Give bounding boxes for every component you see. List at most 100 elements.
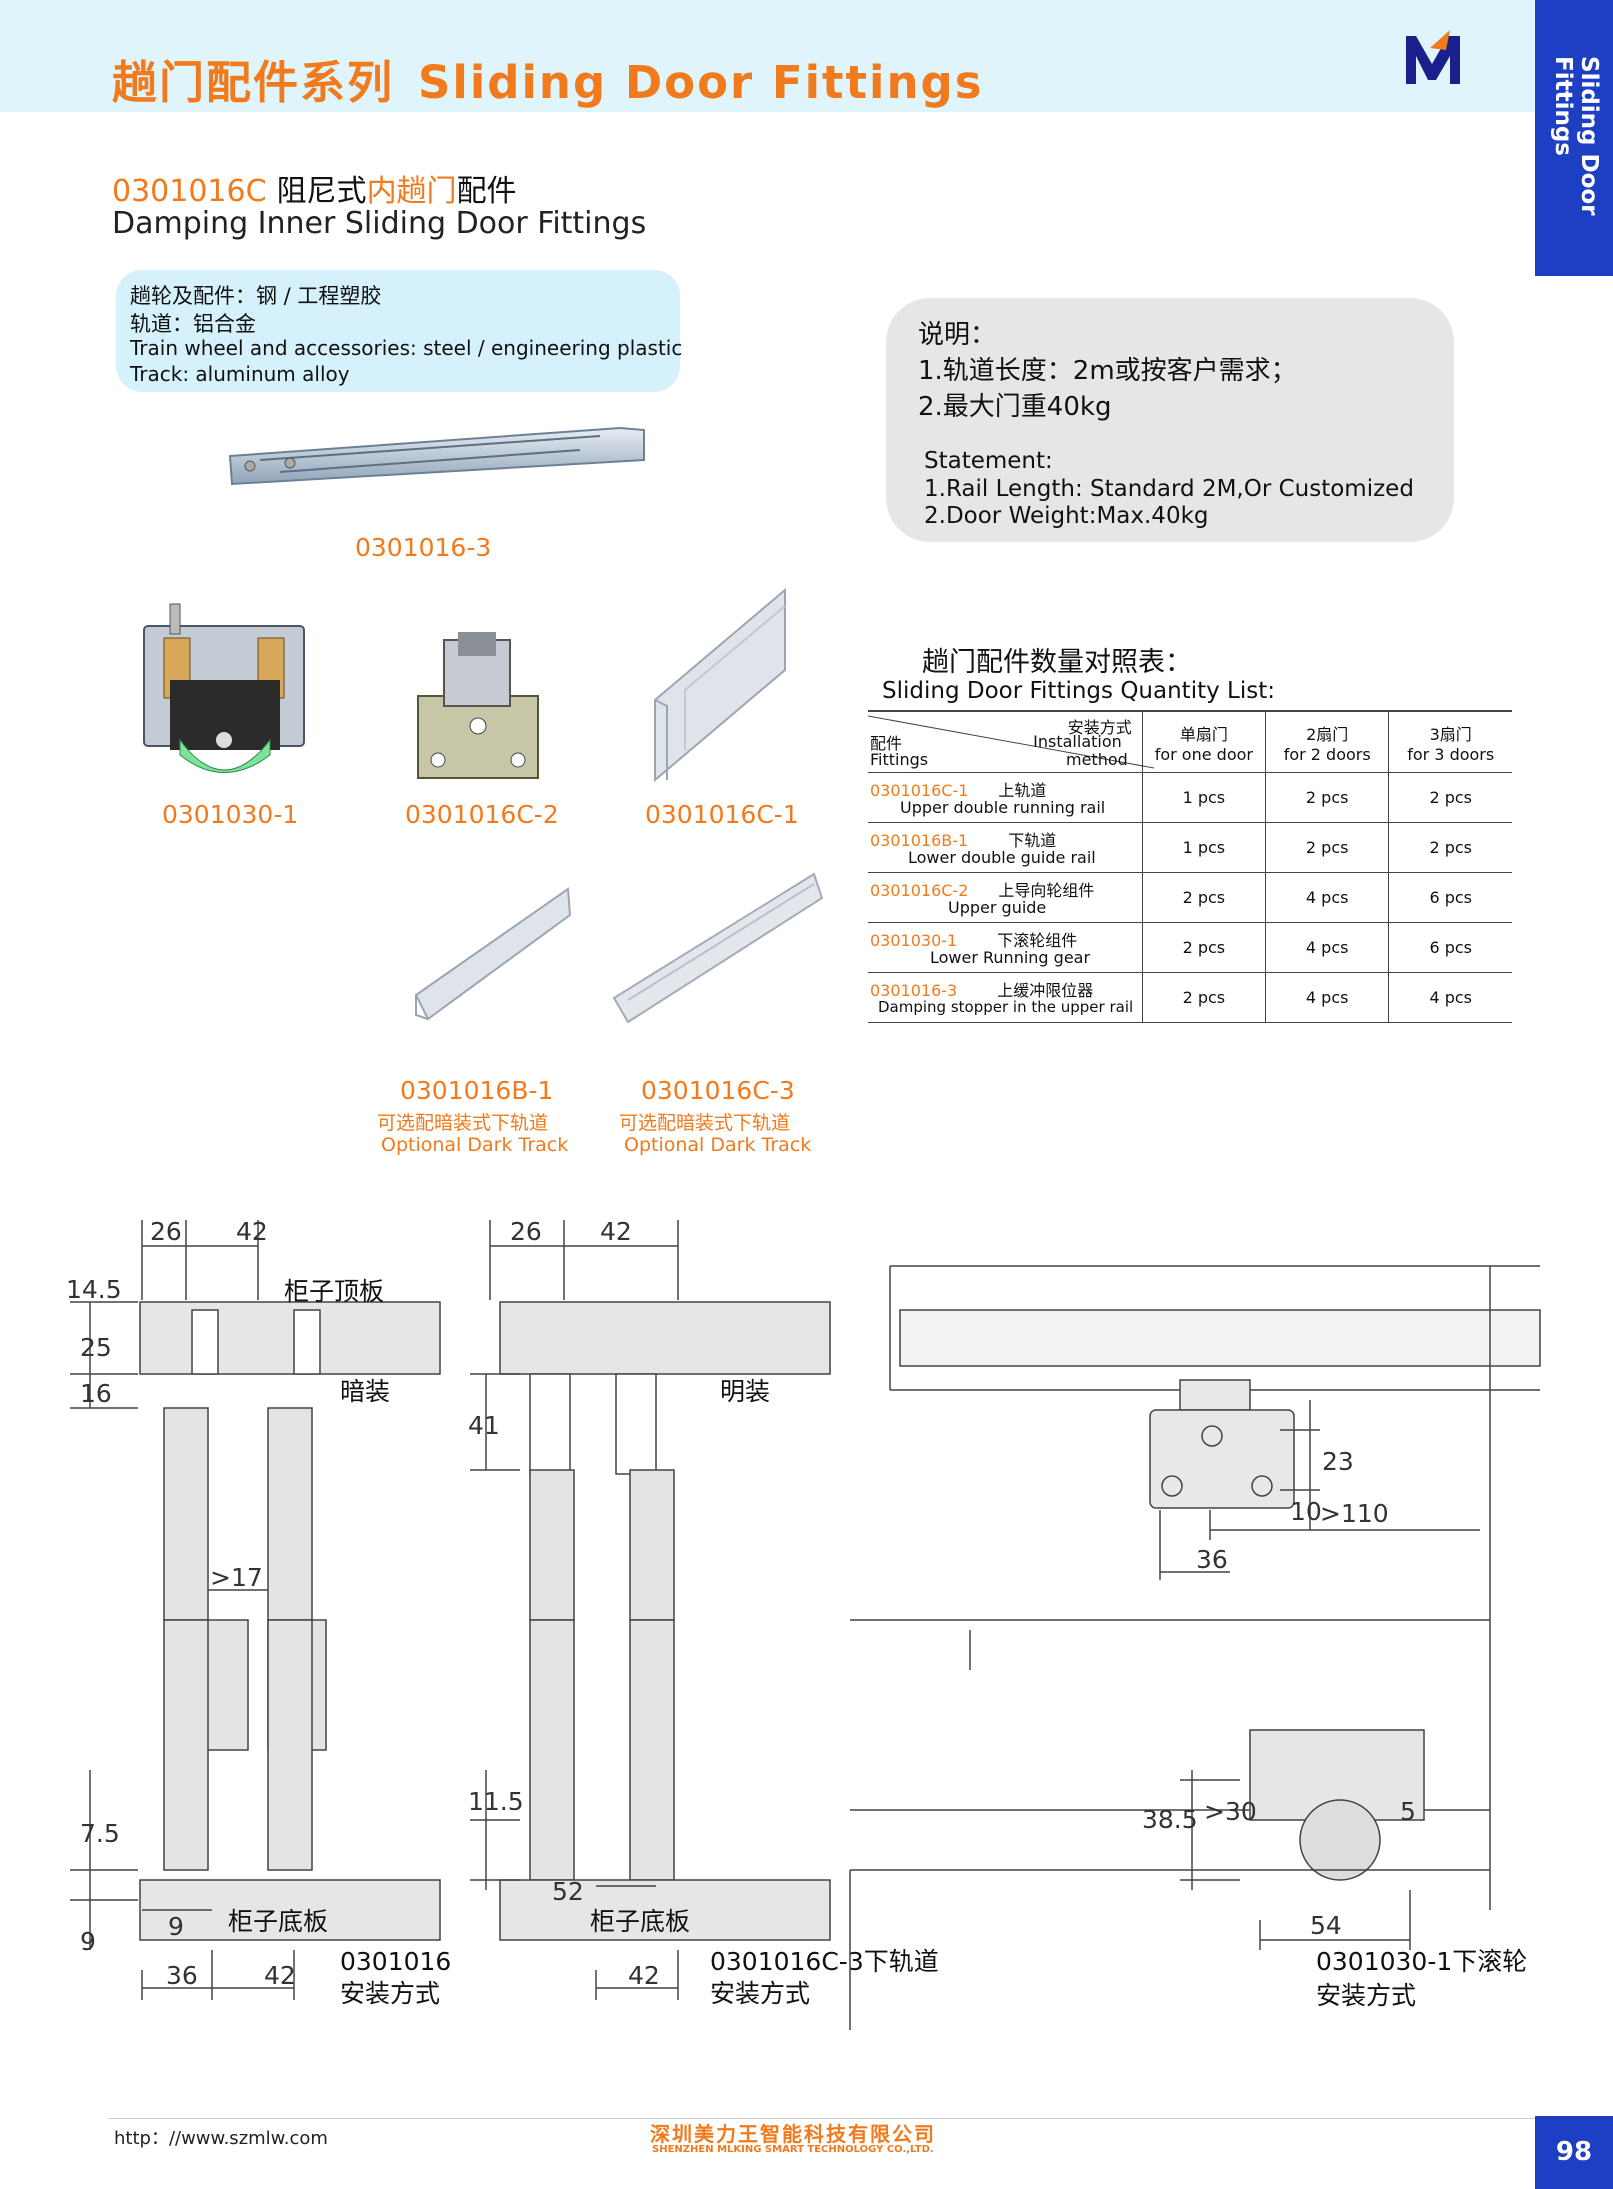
materials-line: Track: aluminum alloy [130,362,350,386]
drawing-caption: 安装方式 [710,1979,810,2008]
drawing-caption: 0301030-1下滚轮 [1316,1947,1527,1976]
footer-company-cn: 深圳美力王智能科技有限公司 [650,2122,936,2146]
dim-label: 11.5 [468,1787,524,1816]
header-band [0,0,1535,112]
dim-label: 41 [468,1411,500,1440]
dim-label: 14.5 [66,1275,122,1304]
dim-label: >110 [1320,1499,1389,1528]
upper-guide-image [417,632,539,779]
header-fittings-en: Fittings [870,750,929,769]
part-sub-en: Optional Dark Track [381,1134,569,1156]
header-fittings-cell: 安装方式 Installation method 配件 Fittings [868,710,1154,773]
label-bottom-panel: 柜子底板 [228,1907,328,1936]
damping-stopper-image [228,426,645,486]
page-number: 98 [1535,2116,1613,2189]
page-title-cn: 趟门配件系列 [112,56,395,109]
dim-label: 23 [1322,1447,1354,1476]
lower-rail-b-image [414,887,572,1021]
header-method-en: method [1065,750,1128,769]
page-title-en: Sliding Door Fittings [418,56,984,109]
part-sub-en: Optional Dark Track [624,1134,812,1156]
drawing-caption: 安装方式 [340,1979,440,2008]
dim-label: 25 [80,1333,112,1362]
label-bottom-panel: 柜子底板 [590,1907,690,1936]
label-top-panel: 柜子顶板 [284,1277,384,1306]
part-label: 0301016C-1 [645,800,799,829]
lower-roller-image [143,603,305,773]
dim-label: 42 [628,1961,660,1990]
part-label: 0301016B-1 [400,1076,554,1105]
product-name-cn-c: 配件 [456,174,517,209]
dim-label: 26 [510,1217,542,1246]
header-method-cn: 安装方式 [1067,718,1132,737]
drawing-concealed-install: 26 42 14.5 25 16 7.5 9 >17 9 36 42 柜子顶板 … [66,1217,450,2008]
dim-label: 26 [150,1217,182,1246]
note-line: 1.Rail Length: Standard 2M,Or Customized [924,476,1414,502]
dim-label: >17 [210,1563,263,1592]
label-surface: 明装 [720,1377,770,1406]
footer-url: http：//www.szmlw.com [114,2128,328,2149]
dim-label: 42 [600,1217,632,1246]
product-code: 0301016C [112,174,267,209]
dim-label: 42 [236,1217,268,1246]
product-name-cn-a: 阻尼式 [276,174,367,209]
lower-rail-c-image [612,872,824,1024]
product-title: 0301016C 阻尼式内趟门配件 [112,166,517,210]
qty-title-cn: 趟门配件数量对照表： [922,647,1192,678]
part-label: 0301016C-2 [405,800,559,829]
page-title: 趟门配件系列 Sliding Door Fittings [112,46,984,111]
drawing-caption: 安装方式 [1316,1981,1416,2010]
product-name-cn-b: 内趟门 [366,174,457,209]
note-line: 2.最大门重40kg [918,392,1112,422]
part-sub-cn: 可选配暗装式下轨道 [619,1112,791,1134]
header-fittings-cn: 配件 [870,734,903,753]
drawing-caption: 0301016C-3下轨道 [710,1947,939,1976]
dim-label: 9 [80,1927,96,1956]
dim-label: >30 [1204,1797,1257,1826]
upper-rail-image [654,587,786,783]
note-line: 1.轨道长度：2m或按客户需求； [918,356,1297,386]
table-header-row: 安装方式 Installation method 配件 Fittings 单扇门… [868,710,1512,773]
dim-label: 36 [166,1961,198,1990]
label-concealed: 暗装 [340,1377,390,1406]
statement-box: 说明： 1.轨道长度：2m或按客户需求； 2.最大门重40kg Statemen… [886,298,1454,542]
dim-label: 7.5 [80,1819,120,1848]
qty-title-en: Sliding Door Fittings Quantity List: [882,678,1275,704]
quantity-table: 安装方式 Installation method 配件 Fittings 单扇门… [868,710,1512,1023]
dim-label: 52 [552,1877,584,1906]
part-label: 0301016C-3 [641,1076,795,1105]
drawing-side-view: 23 10 >110 36 38.5 >30 5 54 0301030-1下滚轮… [849,1265,1541,2030]
part-label: 0301016-3 [355,533,492,562]
dim-label: 54 [1310,1911,1342,1940]
note-line: 2.Door Weight:Max.40kg [924,503,1209,529]
dim-label: 36 [1196,1545,1228,1574]
part-label: 0301030-1 [162,800,299,829]
dim-label: 38.5 [1142,1805,1198,1834]
drawing-surface-install: 26 42 41 11.5 52 42 明装 柜子底板 0301016C-3下轨… [468,1217,939,2008]
product-name-en: Damping Inner Sliding Door Fittings [112,206,647,241]
materials-line: 趟轮及配件：钢 / 工程塑胶 [130,284,382,308]
dim-label: 10 [1290,1497,1322,1526]
header-method-en: Installation [1033,732,1122,751]
materials-line: Train wheel and accessories: steel / eng… [130,336,683,360]
brand-logo [1406,30,1460,84]
footer-divider [108,2118,1536,2119]
note-title-cn: 说明： [918,320,997,350]
dim-label: 9 [168,1912,184,1941]
footer-company-en: SHENZHEN MLKING SMART TECHNOLOGY CO.,LTD… [652,2144,934,2155]
note-title-en: Statement: [924,448,1053,474]
materials-box: 趟轮及配件：钢 / 工程塑胶 轨道：铝合金 Train wheel and ac… [116,270,683,392]
dim-label: 42 [264,1961,296,1990]
materials-line: 轨道：铝合金 [130,312,256,336]
